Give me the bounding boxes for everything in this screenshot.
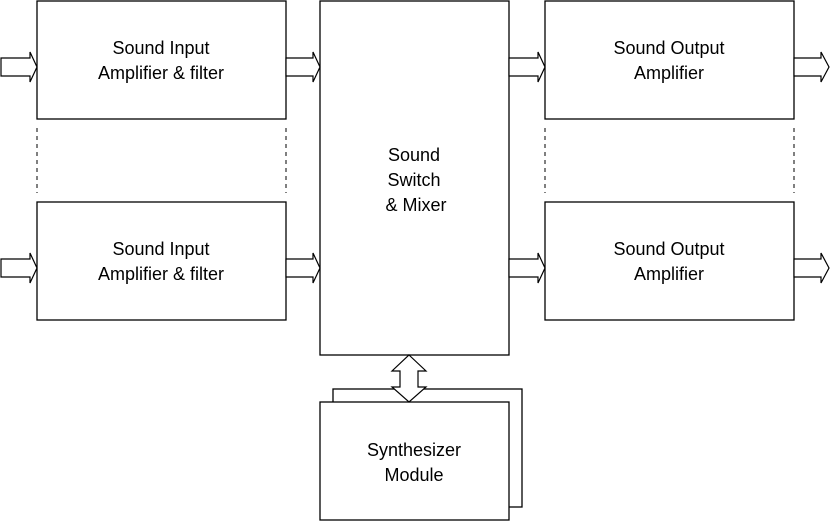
input-amplifier-top: Sound Input Amplifier & filter: [36, 0, 287, 120]
synthesizer-module-box: [319, 401, 510, 521]
arrow-switch-to-output-top: [508, 51, 546, 83]
output-amplifier-top: Sound Output Amplifier: [544, 0, 795, 120]
output-amplifier-top-line1: Sound Output: [613, 38, 724, 58]
input-amplifier-top-line1: Sound Input: [112, 38, 209, 58]
switch-line3: & Mixer: [385, 195, 446, 215]
input-amplifier-bottom: Sound Input Amplifier & filter: [36, 201, 287, 321]
input-amplifier-bottom-box: [36, 201, 287, 321]
input-amplifier-top-line2: Amplifier & filter: [98, 63, 224, 83]
arrow-input-to-switch-bottom: [285, 252, 321, 284]
output-amplifier-bottom-box: [544, 201, 795, 321]
arrow-switch-to-output-bottom: [508, 252, 546, 284]
switch-line2: Switch: [387, 170, 440, 190]
output-amplifier-bottom-line2: Amplifier: [634, 264, 704, 284]
output-amplifier-bottom: Sound Output Amplifier: [544, 201, 795, 321]
input-arrow-top: [0, 51, 38, 83]
bidirectional-arrow-switch-synth: [390, 354, 428, 403]
input-amplifier-bottom-line1: Sound Input: [112, 239, 209, 259]
output-arrow-top: [793, 51, 830, 83]
sound-switch-mixer: Sound Switch & Mixer: [319, 0, 510, 356]
synthesizer-module: Synthesizer Module: [319, 388, 523, 521]
input-arrow-bottom: [0, 252, 38, 284]
output-amplifier-top-line2: Amplifier: [634, 63, 704, 83]
synth-line2: Module: [384, 465, 443, 485]
output-arrow-bottom: [793, 252, 830, 284]
output-amplifier-bottom-line1: Sound Output: [613, 239, 724, 259]
sound-switch-mixer-box: [319, 0, 510, 356]
input-amplifier-bottom-line2: Amplifier & filter: [98, 264, 224, 284]
input-amplifier-top-box: [36, 0, 287, 120]
synth-line1: Synthesizer: [367, 440, 461, 460]
switch-line1: Sound: [388, 145, 440, 165]
arrow-input-to-switch-top: [285, 51, 321, 83]
output-amplifier-top-box: [544, 0, 795, 120]
